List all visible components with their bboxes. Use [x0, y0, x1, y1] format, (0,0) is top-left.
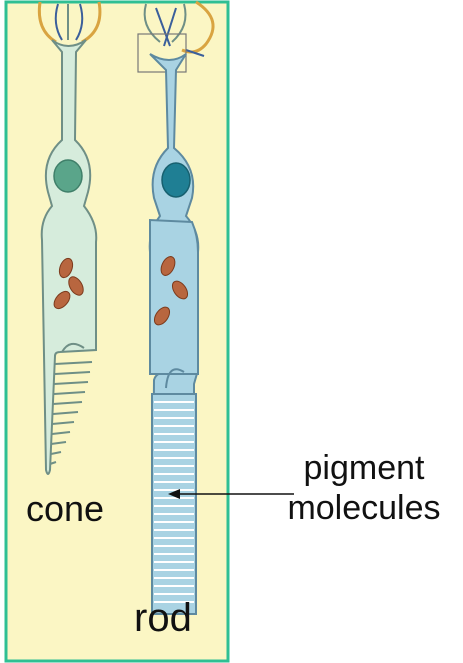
pigment-label-line2: molecules	[274, 488, 454, 528]
rod-inner-segment	[150, 220, 198, 374]
rod-nucleus	[162, 163, 190, 197]
pigment-label-line1: pigment	[274, 448, 454, 488]
cone-nucleus	[54, 160, 82, 192]
cone-label: cone	[26, 488, 104, 530]
rod-label: rod	[134, 596, 192, 641]
pigment-molecules-label: pigment molecules	[274, 448, 454, 528]
